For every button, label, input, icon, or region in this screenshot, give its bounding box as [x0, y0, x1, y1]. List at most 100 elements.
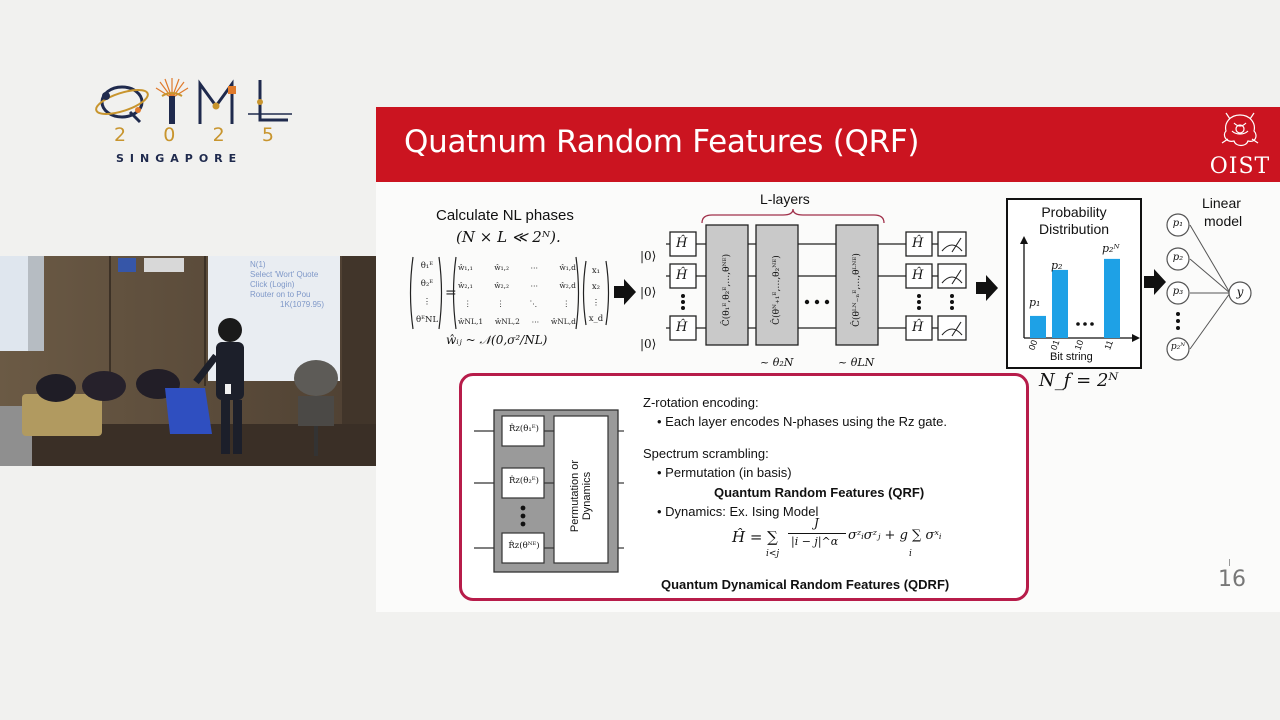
linear-model-graph	[1166, 213, 1252, 361]
feature-node: p₂ᴺ	[1170, 342, 1186, 352]
distribution-xlabel: Bit string	[1050, 351, 1093, 363]
logo-city: SINGAPORE	[116, 152, 243, 165]
weight-cell: ŵ₁,d	[559, 263, 576, 272]
x-entry: x₁	[591, 266, 601, 276]
qubit-ket: |0⟩	[640, 249, 657, 263]
feature-node: p₃	[1172, 286, 1184, 297]
slide-number-tick	[1229, 559, 1230, 566]
layers-brace	[701, 209, 885, 224]
hadamard-gate: Ĥ	[912, 320, 924, 335]
logo-year-digit: 2	[212, 124, 225, 146]
logo-year-digit: 5	[261, 124, 274, 146]
presentation-slide: Quatnum Random Features (QRF) OIST Calcu…	[376, 107, 1280, 612]
hadamard-gate: Ĥ	[912, 268, 924, 283]
encoding-details-panel: R̂z(θ₁ᴱ) R̂z(θ₂ᴱ) R̂z(θᴺᴱ) Permutation o…	[459, 373, 1029, 601]
weight-cell: ŵNL,2	[494, 317, 520, 326]
formula-rhs: σᶻᵢσᶻⱼ + g ∑ σˣᵢ	[848, 528, 942, 543]
weight-cell: ŵ₁,₁	[458, 263, 473, 272]
whiteboard-notes: N(1) Select 'Wort' Quote Click (Login) R…	[250, 260, 324, 310]
distribution-chart	[1020, 236, 1140, 342]
slide-number: 16	[1218, 567, 1246, 592]
logo-year: 2 0 2 5	[114, 124, 274, 146]
qubit-inputs: |0⟩ |0⟩ |0⟩	[640, 235, 668, 365]
bar-label: p₁	[1029, 296, 1041, 309]
oist-emblem-icon	[1221, 112, 1259, 147]
speaker-video-feed: N(1) Select 'Wort' Quote Click (Login) R…	[0, 256, 376, 466]
hadamard-gate: Ĥ	[676, 268, 688, 283]
scrambling-title: Spectrum scrambling:	[643, 446, 769, 461]
quantum-circuit	[666, 224, 967, 346]
conference-logo: 2 0 2 5 SINGAPORE	[92, 76, 297, 168]
weight-row: ŵ₂,₁ ŵ₂,₂ ⋯ ŵ₂,d	[458, 277, 576, 295]
z-rotation-title: Z-rotation encoding:	[643, 395, 759, 410]
theta-entry: θ₂ᴱ	[420, 279, 434, 289]
bar-label: p₂	[1051, 259, 1063, 272]
z-rotation-bullet: • Each layer encodes N-phases using the …	[657, 414, 947, 429]
bit-string-tick: 00	[1026, 338, 1040, 352]
x-vector: x₁ x₂ ⋮ x_d	[588, 263, 604, 327]
x-entry: x₂	[591, 282, 601, 292]
rz-gate: R̂z(θᴺᴱ)	[508, 541, 540, 551]
distribution-bar	[1052, 269, 1068, 338]
theta-entry: θ₁ᴱ	[420, 261, 434, 271]
logo-year-digit: 2	[114, 124, 127, 146]
bit-string-tick: 11	[1102, 338, 1115, 352]
theta-entry: θᴱNL	[416, 315, 439, 325]
formula-denominator: |i − j|^α	[791, 535, 839, 548]
formula-sum-index: i	[909, 549, 912, 559]
qrf-label: Quantum Random Features (QRF)	[714, 485, 925, 500]
layer-parameter-label: ~ θLN	[838, 356, 875, 369]
whiteboard-line: 1K(1079.95)	[280, 300, 325, 309]
phases-caption: Calculate NL phases	[436, 207, 574, 224]
weight-cell: ⋱	[529, 299, 538, 308]
distribution-bar	[1104, 258, 1120, 338]
x-entry: ⋮	[591, 298, 601, 308]
weight-cell: ŵNL,d	[550, 317, 576, 326]
layer-parameter-label: ~ θ₂N	[760, 356, 794, 369]
svg-text:=: =	[445, 285, 457, 301]
distribution-title: Distribution	[1038, 221, 1110, 237]
feature-node: p₁	[1172, 218, 1184, 229]
hadamard-gate: Ĥ	[676, 236, 688, 251]
probability-distribution-panel: Probability Distribution p₁ p₂ p₂ᴺ 00 01…	[1006, 198, 1142, 369]
formula-numerator: J	[814, 516, 819, 530]
weight-cell: ⋮	[464, 299, 472, 308]
qtml-logo-graphic	[95, 78, 292, 124]
formula-lhs: Ĥ = ∑	[732, 528, 778, 546]
distribution-bar	[1030, 315, 1046, 338]
feature-count: N_f = 2ᴺ	[1039, 370, 1119, 391]
circuit-block-label: Ĉ(θᴺ₊₁ᴱ,…,θ₂ᴺᴱ)	[772, 255, 782, 325]
rz-gate: R̂z(θ₂ᴱ)	[509, 476, 539, 486]
weight-cell: ŵ₂,d	[559, 281, 576, 290]
weight-cell: ŵ₁,₂	[494, 263, 510, 272]
formula-sum-index: i<j	[766, 549, 780, 559]
weight-cell: ⋮	[562, 299, 570, 308]
speaker-scene	[0, 256, 376, 466]
weight-cell: ŵ₂,₁	[458, 281, 473, 290]
linear-model-title: model	[1204, 213, 1243, 229]
feature-node: p₂	[1172, 252, 1184, 263]
weight-cell: ŵ₂,₂	[494, 281, 510, 290]
weight-distribution: ŵᵢⱼ ~ 𝒩(0,σ²/NL)	[446, 333, 548, 347]
weight-cell: ⋯	[530, 281, 538, 290]
theta-entry: ⋮	[422, 297, 432, 307]
whiteboard-line: Router on to Pou	[250, 290, 311, 299]
theta-vector: θ₁ᴱ θ₂ᴱ ⋮ θᴱNL	[416, 257, 438, 329]
whiteboard-line: Click (Login)	[250, 280, 295, 289]
oist-logo: OIST	[1208, 109, 1272, 181]
permutation-block-label: Permutation or Dynamics	[569, 459, 593, 533]
oist-wordmark: OIST	[1209, 154, 1271, 179]
formula-fraction-bar	[788, 533, 846, 534]
slide-header: Quatnum Random Features (QRF) OIST	[376, 107, 1280, 182]
output-node: y	[1236, 285, 1244, 299]
dynamics-bullet: • Dynamics: Ex. Ising Model	[657, 504, 819, 519]
arrow-right-icon	[1144, 269, 1166, 295]
arrow-right-icon	[614, 279, 636, 305]
hadamard-gate: Ĥ	[912, 236, 924, 251]
permutation-bullet: • Permutation (in basis)	[657, 465, 792, 480]
distribution-title: Probability	[1041, 204, 1107, 220]
logo-year-digit: 0	[163, 124, 176, 146]
bar-label: p₂ᴺ	[1102, 242, 1120, 255]
